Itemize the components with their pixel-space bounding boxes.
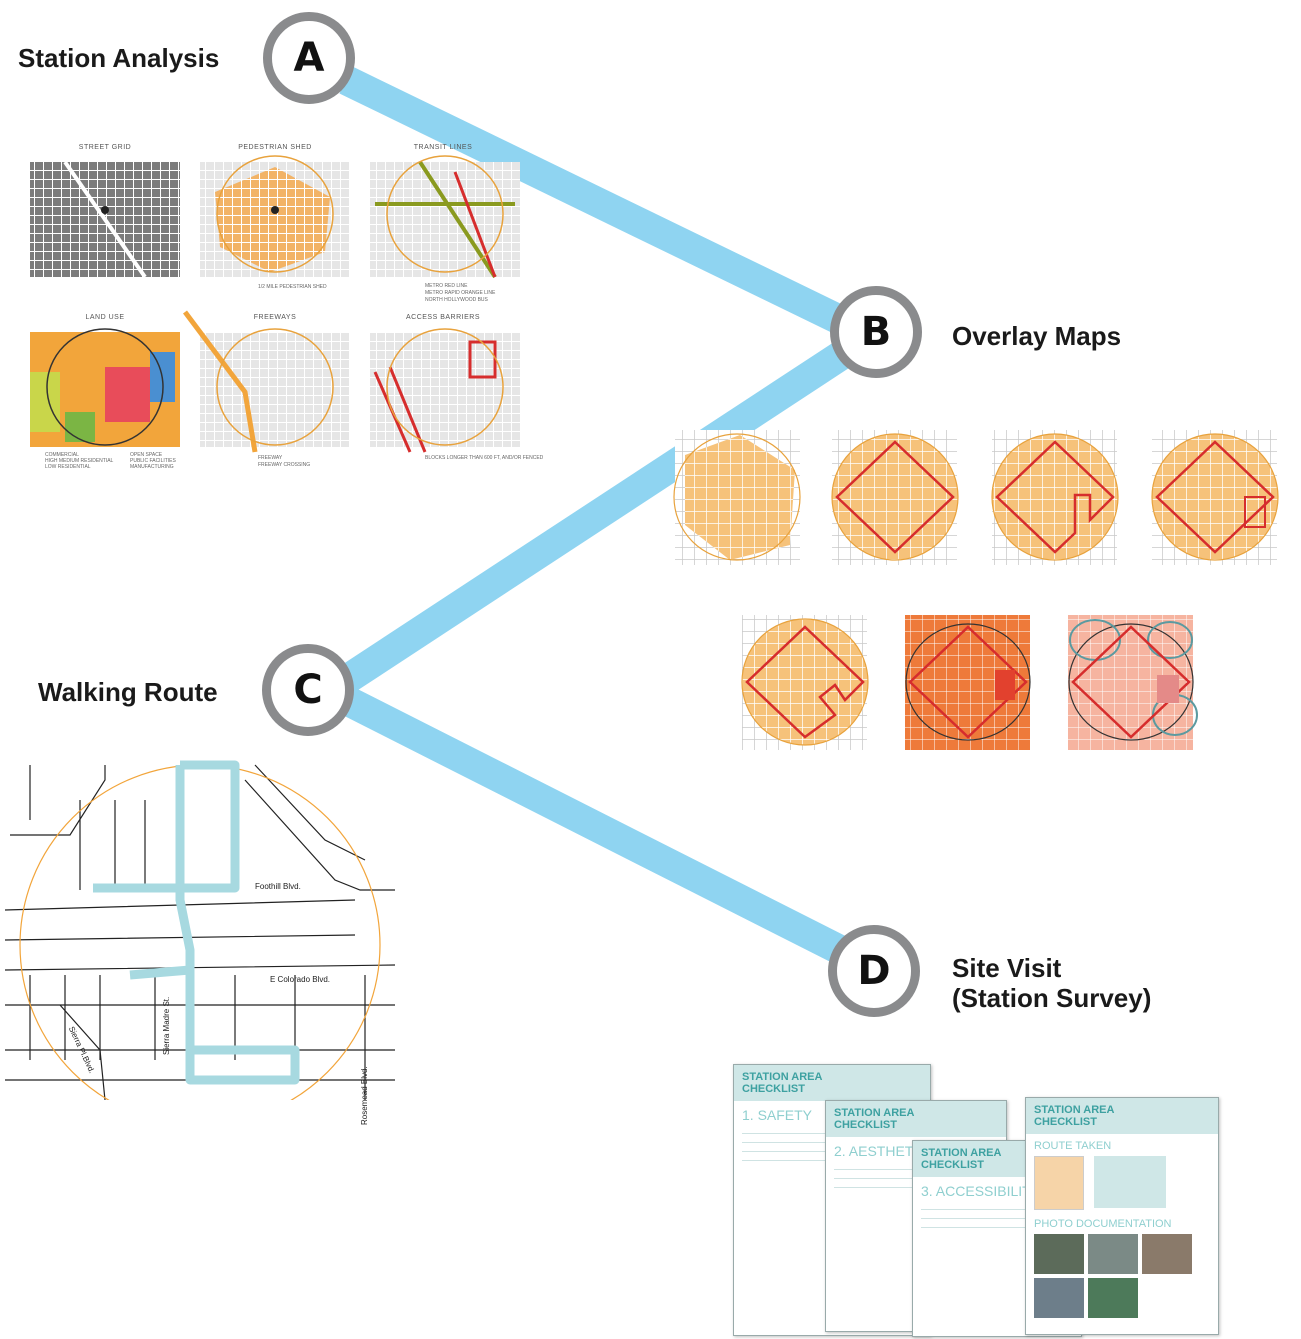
legend-freeway-2: FREEWAY CROSSING bbox=[258, 462, 311, 468]
analysis-map-panels bbox=[30, 155, 520, 453]
checklist-title: CHECKLIST bbox=[1034, 1116, 1097, 1128]
legend-transit-3: NORTH HOLLYWOOD BUS bbox=[425, 297, 488, 303]
step-d-label-line2: (Station Survey) bbox=[952, 983, 1152, 1013]
photo-thumbnail bbox=[1034, 1234, 1084, 1274]
photo-thumbnail bbox=[1034, 1278, 1084, 1318]
checklist-title: CHECKLIST bbox=[742, 1083, 805, 1095]
photo-thumbnail bbox=[1088, 1278, 1138, 1318]
land-use-map bbox=[30, 328, 180, 447]
transit-lines-map bbox=[370, 155, 520, 279]
freeways-map bbox=[183, 310, 350, 453]
map-title-freeways: FREEWAYS bbox=[253, 314, 297, 321]
checklist-title: STATION AREA bbox=[742, 1071, 823, 1083]
connector-c-d bbox=[339, 686, 847, 964]
photo-thumbnail bbox=[1088, 1234, 1138, 1274]
overlay-map-4 bbox=[1151, 430, 1279, 565]
connector-a-b bbox=[339, 66, 847, 334]
route-thumbnail bbox=[1034, 1156, 1084, 1210]
step-b-label: Overlay Maps bbox=[952, 321, 1122, 351]
checklist-title: STATION AREA bbox=[921, 1147, 1002, 1159]
overlay-map-6 bbox=[905, 615, 1031, 750]
legend-transit-2: METRO RAPID ORANGE LINE bbox=[425, 290, 496, 296]
legend-freeway-1: FREEWAY bbox=[258, 455, 283, 461]
legend-land-use-1: COMMERCIAL bbox=[45, 452, 79, 458]
map-title-pedestrian-shed: PEDESTRIAN SHED bbox=[238, 144, 312, 151]
legend-land-use-4: OPEN SPACE bbox=[130, 452, 163, 458]
street-label-rosemead: Rosemead Blvd. bbox=[360, 1066, 369, 1125]
checklist-section: 3. ACCESSIBILITY bbox=[921, 1183, 1041, 1199]
checklist-section: 1. SAFETY bbox=[742, 1107, 813, 1123]
walking-route-map bbox=[5, 760, 396, 1100]
checklist-section: PHOTO DOCUMENTATION bbox=[1034, 1218, 1172, 1230]
pedestrian-shed-map bbox=[200, 155, 350, 277]
legend-transit-1: METRO RED LINE bbox=[425, 283, 468, 289]
legend-land-use-5: PUBLIC FACILITIES bbox=[130, 458, 176, 464]
checklist-section: ROUTE TAKEN bbox=[1034, 1140, 1112, 1152]
route-notes-box bbox=[1094, 1156, 1166, 1208]
step-b-badge: B bbox=[830, 286, 922, 378]
photo-thumbnail bbox=[1142, 1234, 1192, 1274]
connector-b-c bbox=[337, 343, 849, 693]
street-label-foothill: Foothill Blvd. bbox=[255, 882, 301, 891]
checklist-section: 2. AESTHETICS bbox=[834, 1143, 937, 1159]
step-c-badge: C bbox=[262, 644, 354, 736]
legend-pedestrian-shed: 1/2 MILE PEDESTRIAN SHED bbox=[258, 284, 327, 290]
street-grid-map bbox=[30, 160, 180, 279]
access-barriers-map bbox=[370, 328, 520, 453]
overlay-map-3 bbox=[991, 430, 1119, 565]
step-a-label: Station Analysis bbox=[18, 43, 220, 73]
step-c-label: Walking Route bbox=[38, 677, 218, 707]
checklist-title: STATION AREA bbox=[834, 1107, 915, 1119]
checklist-title: CHECKLIST bbox=[921, 1159, 984, 1171]
overlay-map-1 bbox=[673, 430, 801, 565]
map-title-land-use: LAND USE bbox=[85, 314, 125, 321]
checklist-sheet-route: STATION AREA CHECKLIST ROUTE TAKEN PHOTO… bbox=[1025, 1097, 1219, 1335]
legend-land-use-6: MANUFACTURING bbox=[130, 464, 174, 470]
step-d-badge: D bbox=[828, 925, 920, 1017]
map-title-access-barriers: ACCESS BARRIERS bbox=[405, 314, 481, 321]
legend-access-barriers: BLOCKS LONGER THAN 600 FT, AND/OR FENCED bbox=[425, 455, 544, 461]
checklist-title: CHECKLIST bbox=[834, 1119, 897, 1131]
legend-land-use-3: LOW RESIDENTIAL bbox=[45, 464, 91, 470]
map-title-transit-lines: TRANSIT LINES bbox=[413, 144, 473, 151]
street-label-e-colorado: E Colorado Blvd. bbox=[270, 975, 331, 984]
street-label-sierra-madre: Sierra Madre St. bbox=[162, 996, 171, 1055]
map-title-street-grid: STREET GRID bbox=[78, 144, 132, 151]
step-d-label-line1: Site Visit bbox=[952, 953, 1062, 983]
overlay-map-7 bbox=[1068, 615, 1198, 750]
overlay-map-2 bbox=[831, 430, 959, 565]
overlay-maps bbox=[673, 430, 1279, 750]
overlay-map-5 bbox=[741, 615, 869, 750]
step-a-badge: A bbox=[263, 12, 355, 104]
checklist-title: STATION AREA bbox=[1034, 1104, 1115, 1116]
legend-land-use-2: HIGH MEDIUM RESIDENTIAL bbox=[45, 458, 114, 464]
